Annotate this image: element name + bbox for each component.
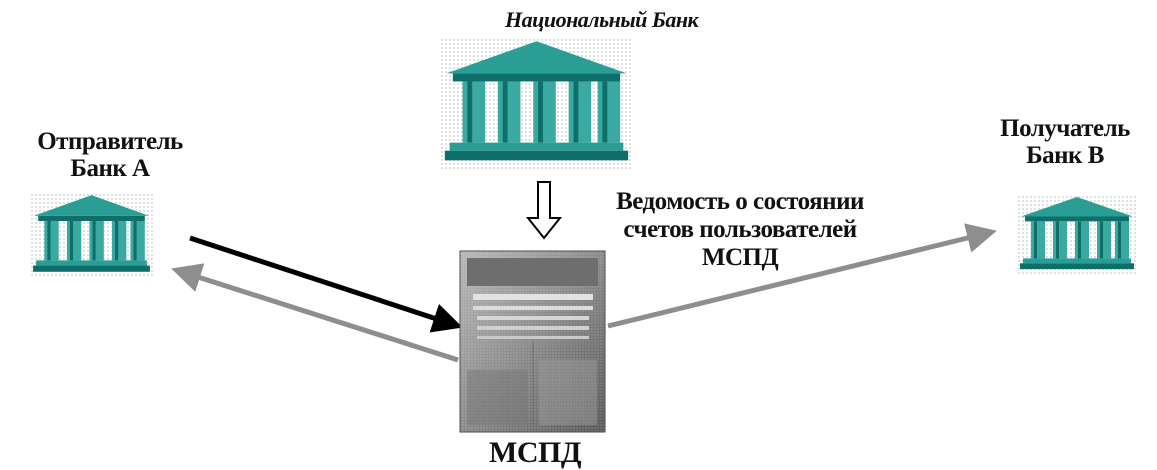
mspd-system-label: МСПД [489,436,581,469]
receiver-role: Получатель [1000,115,1130,142]
payment-arrow-bank-a-to-mspd [189,235,463,333]
national-bank-title: Национальный Банк [505,7,699,32]
receiver-bank-name: Банк В [1026,142,1104,169]
down-arrow-icon [525,181,563,240]
statement-line-1: Ведомость о состоянии [616,188,864,215]
server-rack-icon [459,250,606,433]
sender-bank-name: Банк А [70,155,150,182]
return-arrow-mspd-to-bank-a [171,263,459,363]
receiver-bank-icon [1017,195,1137,275]
sender-role: Отправитель [37,128,183,155]
national-bank-icon [440,38,633,170]
statement-line-3: МСПД [701,244,779,271]
sender-bank-icon [30,193,153,278]
statement-label: Ведомость о состоянии счетов пользовател… [570,188,910,272]
receiver-label: Получатель Банк В [975,115,1155,169]
transfer-arrow-mspd-to-bank-b [607,223,997,329]
statement-line-2: счетов пользователей [623,216,857,243]
sender-label: Отправитель Банк А [10,128,210,182]
